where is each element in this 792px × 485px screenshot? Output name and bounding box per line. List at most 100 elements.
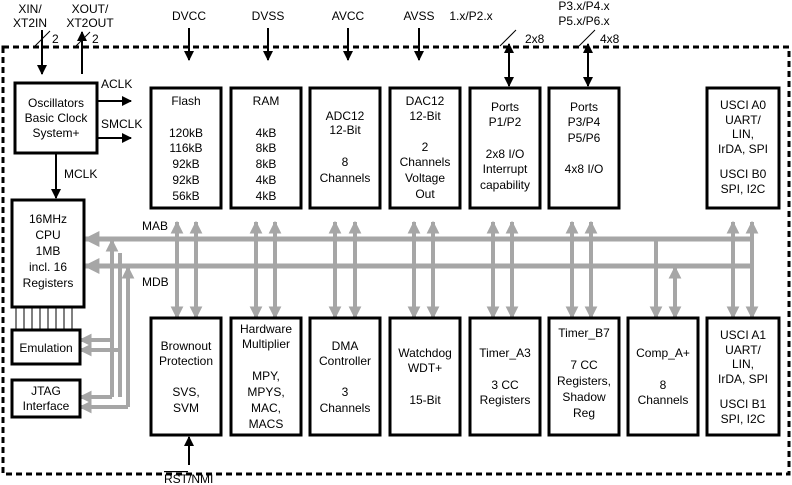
hw-multiplier-line-4: MPY, (252, 369, 280, 383)
rst-nmi-pin: RST/NMI (164, 436, 213, 485)
timer-a3-line-3: 3 CC (491, 378, 519, 392)
rst-label: RST (164, 472, 189, 485)
timer-a3-line-4: Registers (480, 393, 531, 407)
ram-line-6: 4kB (256, 173, 277, 187)
dac12-line-5: Channels (400, 155, 451, 169)
xin-bus-width: 2 (52, 32, 59, 46)
xout-label-2: XT2OUT (66, 16, 114, 30)
usci-a1-line-1: USCI A1 (720, 328, 766, 342)
usci-a0-line-1: USCI A0 (720, 98, 766, 112)
brownout-line-2: Protection (159, 354, 213, 368)
timer-b7-line-4: Registers, (557, 374, 611, 388)
dvcc-pin: DVCC (172, 9, 206, 61)
p3p6-bus-width: 4x8 (600, 32, 620, 46)
dvcc-label: DVCC (172, 9, 206, 23)
avss-pin: AVSS (403, 9, 435, 61)
mab-label: MAB (142, 219, 168, 233)
timer-b7-block: Timer_B7 7 CC Registers, Shadow Reg (547, 316, 621, 437)
dma-line-5: Channels (320, 401, 371, 415)
hw-multiplier-line-5: MPYS, (247, 385, 284, 399)
top-bus-links (170, 220, 759, 320)
usci-a0-line-4: IrDA, SPI (718, 142, 768, 156)
comp-a-block: Comp_A+ 8 Channels (626, 316, 700, 437)
adc12-line-1: ADC12 (326, 109, 365, 123)
adc12-line-5: Channels (320, 171, 371, 185)
usci-a0-line-7: SPI, I2C (721, 182, 766, 196)
usci-a1-line-7: SPI, I2C (721, 412, 766, 426)
flash-line-1: Flash (171, 94, 200, 108)
xout-pin: XOUT/ XT2OUT 2 (66, 2, 114, 74)
p1p2-bus-width: 2x8 (525, 32, 545, 46)
debug-bus (78, 238, 135, 414)
dac12-line-1: DAC12 (406, 94, 445, 108)
dma-line-4: 3 (342, 385, 349, 399)
timer-a3-block: Timer_A3 3 CC Registers (468, 316, 542, 437)
usci-a1-line-6: USCI B1 (720, 397, 767, 411)
watchdog-block: Watchdog WDT+ 15-Bit (388, 316, 462, 437)
avcc-label: AVCC (332, 9, 365, 23)
mdb-label: MDB (142, 275, 169, 289)
ram-line-4: 8kB (256, 141, 277, 155)
flash-block: Flash 120kB 116kB 92kB 92kB 56kB (149, 86, 223, 210)
mclk-label: MCLK (64, 167, 97, 181)
brownout-line-5: SVM (173, 401, 199, 415)
dma-line-1: DMA (332, 339, 359, 353)
brownout-line-1: Brownout (161, 339, 212, 353)
comp-a-line-3: 8 (660, 378, 667, 392)
hw-multiplier-line-7: MACS (249, 417, 284, 431)
flash-line-6: 92kB (172, 173, 199, 187)
mclk-output: MCLK (51, 153, 97, 199)
dac12-line-2: 12-Bit (409, 109, 441, 123)
hw-multiplier-block: Hardware Multiplier MPY, MPYS, MAC, MACS (229, 316, 303, 437)
usci-a0-line-3: LIN, (732, 127, 754, 141)
p3p6-pin: P3.x/P4.x P5.x/P6.x 4x8 (558, 0, 620, 87)
avss-label: AVSS (403, 9, 434, 23)
cpu-line-2: CPU (35, 228, 60, 242)
ports-p3p6-block: Ports P3/P4 P5/P6 4x8 I/O (547, 86, 621, 210)
timer-b7-line-6: Reg (573, 406, 595, 420)
hw-multiplier-line-2: Multiplier (242, 337, 290, 351)
osc-line-3: System+ (32, 126, 79, 140)
usci-a1-block: USCI A1 UART/ LIN, IrDA, SPI USCI B1 SPI… (705, 316, 781, 437)
ports-p3p6-line-3: P5/P6 (568, 131, 601, 145)
xout-bus-width: 2 (92, 32, 99, 46)
ram-line-7: 4kB (256, 189, 277, 203)
timer-b7-line-5: Shadow (562, 390, 606, 404)
p1p2-pin: 1.x/P2.x 2x8 (449, 9, 545, 87)
ram-line-5: 8kB (256, 157, 277, 171)
usci-a0-line-6: USCI B0 (720, 167, 767, 181)
watchdog-line-4: 15-Bit (409, 393, 441, 407)
smclk-label: SMCLK (101, 117, 142, 131)
comp-a-line-4: Channels (638, 393, 689, 407)
brownout-block: Brownout Protection SVS, SVM (149, 316, 223, 437)
timer-b7-line-1: Timer_B7 (558, 326, 610, 340)
jtag-line-2: Interface (23, 399, 70, 413)
osc-block: Oscillators Basic Clock System+ (13, 81, 99, 155)
usci-a1-line-3: LIN, (732, 357, 754, 371)
ram-line-1: RAM (253, 94, 280, 108)
ports-p1p2-block: Ports P1/P2 2x8 I/O Interrupt capability (468, 86, 542, 210)
dac12-line-6: Voltage (405, 171, 445, 185)
cpu-emu-lines (15, 307, 73, 330)
watchdog-line-2: WDT+ (408, 361, 442, 375)
xin-label: XIN/ (18, 2, 42, 16)
ports-p3p6-line-2: P3/P4 (568, 115, 601, 129)
p1p2-label: 1.x/P2.x (449, 9, 492, 23)
jtag-line-1: JTAG (31, 384, 61, 398)
flash-line-4: 116kB (169, 141, 202, 155)
usci-a1-line-2: UART/ (725, 343, 761, 357)
emulation-label: Emulation (19, 341, 72, 355)
usci-a0-line-2: UART/ (725, 113, 761, 127)
ports-p1p2-line-2: P1/P2 (489, 115, 522, 129)
hw-multiplier-line-6: MAC, (251, 401, 281, 415)
dac12-line-7: Out (415, 187, 435, 201)
osc-line-2: Basic Clock (25, 111, 89, 125)
smclk-output: SMCLK (97, 117, 142, 143)
ports-p1p2-line-6: capability (480, 178, 530, 192)
chip-outline (1, 45, 791, 476)
osc-line-1: Oscillators (28, 96, 84, 110)
cpu-line-4: incl. 16 (29, 260, 67, 274)
adc12-block: ADC12 12-Bit 8 Channels (308, 86, 382, 210)
usci-a0-block: USCI A0 UART/ LIN, IrDA, SPI USCI B0 SPI… (705, 86, 781, 210)
xout-label: XOUT/ (72, 2, 109, 16)
